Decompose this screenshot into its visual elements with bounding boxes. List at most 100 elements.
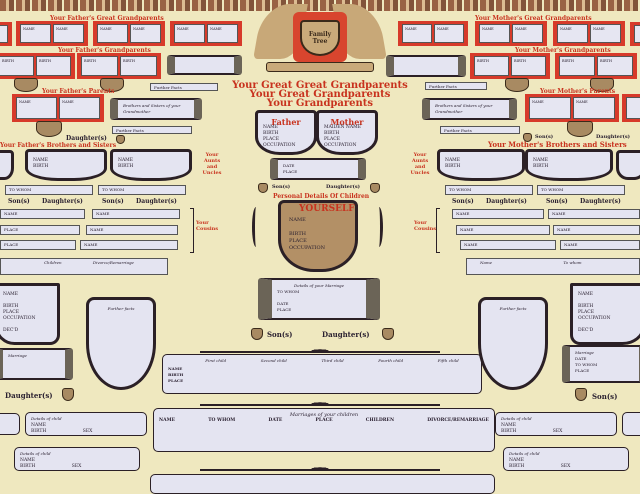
marriage-field[interactable]: TO WHOM xyxy=(445,185,533,195)
aunt-uncle-shield[interactable] xyxy=(616,150,640,180)
cousin-child-field[interactable]: NAME xyxy=(86,225,178,235)
daughters-label: Daughter(s) xyxy=(5,391,53,400)
sons-label: Son(s) xyxy=(535,134,554,140)
yourself-title: YOURSELF xyxy=(299,204,355,214)
daughters-label: Daughter(s) xyxy=(322,330,370,339)
shield-icon xyxy=(590,78,614,92)
cousin-child-field[interactable]: NAME xyxy=(452,209,544,219)
child-detail-box[interactable] xyxy=(622,412,640,436)
cousin-child-field[interactable]: NAME xyxy=(460,240,556,250)
children-box[interactable]: First child Second child Third child Fou… xyxy=(162,354,482,394)
sons-label: Son(s) xyxy=(592,392,618,401)
sons-label: Son(s) xyxy=(267,330,293,339)
scroll-grandmother-siblings[interactable]: Brothers and Sisters of your Grandmother xyxy=(110,98,202,120)
cousin-child-field[interactable]: PLACE xyxy=(0,225,80,235)
marriage-field[interactable]: TO WHOM xyxy=(98,185,186,195)
further-facts-shield[interactable]: Further facts xyxy=(86,297,156,390)
sons-label: Son(s) xyxy=(102,198,124,205)
daughters-label: Daughter(s) xyxy=(66,135,107,142)
col-fifth-child: Fifth child xyxy=(437,358,459,363)
aunt-uncle-shield[interactable] xyxy=(0,150,14,180)
aunts-uncles-label: Your Aunts and Uncles xyxy=(202,152,222,176)
daughters-label: Daughter(s) xyxy=(596,134,631,140)
family-tree-crest: Family Tree xyxy=(253,4,387,80)
shield-icon xyxy=(36,121,62,137)
scroll-ornament-left xyxy=(252,207,260,247)
daughters-label: Daughter(s) xyxy=(42,198,83,205)
further-facts-field[interactable]: Further Facts xyxy=(112,126,192,134)
book-partial[interactable] xyxy=(622,94,640,122)
marriages-box[interactable]: Marriages of your children NAME TO WHOM … xyxy=(153,408,495,452)
shield-icon xyxy=(14,78,38,92)
daughters-label: Daughter(s) xyxy=(136,198,177,205)
children-to-whom-field[interactable]: Name To whom xyxy=(466,258,640,275)
spouse-marriage-scroll[interactable]: Marriage xyxy=(0,348,73,380)
col-date: DATE xyxy=(268,418,283,423)
scroll-grandfather-siblings[interactable] xyxy=(167,55,242,75)
further-facts-field[interactable]: Further Facts xyxy=(425,82,487,90)
cousin-child-field[interactable]: NAME xyxy=(456,225,550,235)
cousin-child-field[interactable]: NAME xyxy=(560,240,640,250)
sons-label: Son(s) xyxy=(272,184,291,190)
cousins-bracket xyxy=(190,208,194,253)
book-ggp-1[interactable] xyxy=(0,22,12,46)
cousin-child-field[interactable]: NAME xyxy=(92,209,180,219)
shield-icon xyxy=(251,328,263,340)
col-place: PLACE xyxy=(315,418,333,423)
heading-great-grandparents: Your Great Grandparents xyxy=(249,89,391,100)
col-divorce-remarriage: DIVORCE/REMARRIAGE xyxy=(427,418,489,423)
cousins-label: Your Cousins xyxy=(414,220,437,232)
cousin-child-field[interactable]: NAME xyxy=(0,209,85,219)
further-facts-field[interactable]: Further Facts xyxy=(440,126,520,134)
child-detail-box[interactable] xyxy=(0,413,20,435)
further-facts-shield[interactable]: Further facts xyxy=(478,297,548,390)
book-ggp-8[interactable] xyxy=(630,22,640,46)
marriage-field[interactable]: TO WHOM xyxy=(537,185,625,195)
shield-icon xyxy=(370,183,380,193)
shield-icon xyxy=(567,121,593,137)
col-third-child: Third child xyxy=(321,358,344,363)
father-siblings-label: Your Father's Brothers and Sisters xyxy=(0,142,117,149)
cousin-child-field[interactable]: NAME xyxy=(553,225,640,235)
marriage-field[interactable]: TO WHOM xyxy=(5,185,93,195)
further-facts-field[interactable]: Further Facts xyxy=(150,83,218,91)
cousins-label: Your Cousins xyxy=(196,220,219,232)
cousins-bracket xyxy=(436,208,440,253)
scroll-grandmother-siblings[interactable]: Brothers and Sisters of your Grandmother xyxy=(422,98,517,120)
cousin-child-field[interactable]: PLACE xyxy=(0,240,76,250)
ornament-icon xyxy=(300,400,340,408)
cousin-child-field[interactable]: NAME xyxy=(548,209,640,219)
children-divorce-field[interactable]: Children Divorce/Remarriage xyxy=(0,258,168,275)
cousin-child-field[interactable]: NAME xyxy=(80,240,178,250)
scroll-grandfather-siblings[interactable] xyxy=(386,55,466,77)
bottom-box[interactable] xyxy=(150,474,495,494)
